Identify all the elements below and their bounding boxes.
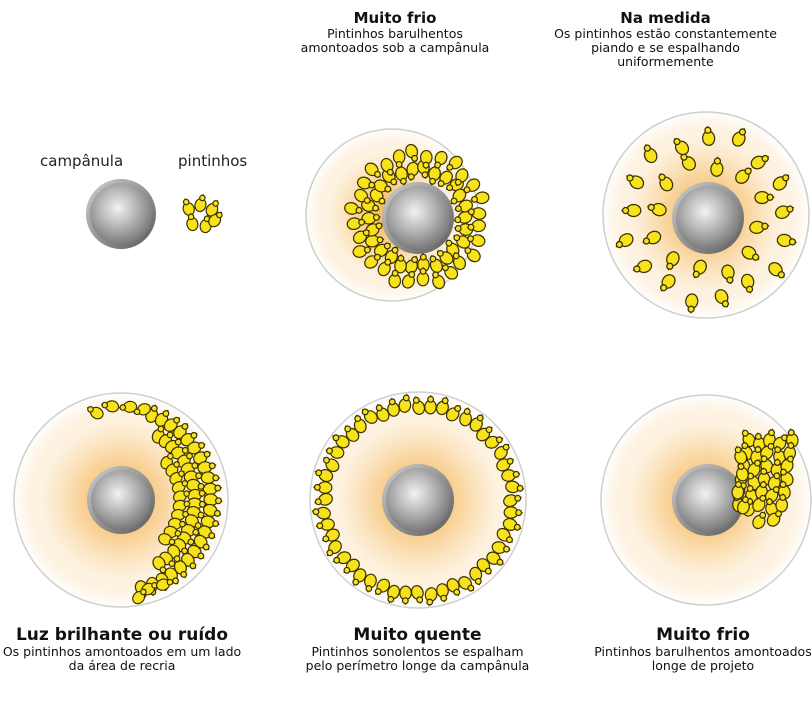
caption-top-middle: Muito frio Pintinhos barulhentos amontoa… [300, 10, 490, 55]
caption-description: Os pintinhos estão constantemente piando… [548, 27, 783, 69]
brooder-top-middle [382, 182, 454, 254]
caption-bottom-middle: Muito quente Pintinhos sonolentos se esp… [300, 626, 535, 673]
caption-title: Na medida [548, 10, 783, 27]
caption-title: Muito quente [300, 626, 535, 645]
caption-title: Muito frio [594, 626, 812, 645]
brooder-bottom-left [87, 466, 155, 534]
chick-icon [180, 196, 196, 217]
caption-bottom-left: Luz brilhante ou ruído Os pintinhos amon… [2, 626, 242, 673]
caption-description: Pintinhos barulhentos amontoados sob a c… [300, 27, 490, 55]
caption-description: Pintinhos barulhentos amontoados longe d… [594, 645, 812, 673]
caption-title: Muito frio [300, 10, 490, 27]
brooder-legend [86, 179, 156, 249]
brooder-top-right [672, 182, 744, 254]
caption-description: Os pintinhos amontoados em um lado da ár… [2, 645, 242, 673]
caption-description: Pintinhos sonolentos se espalham pelo pe… [300, 645, 535, 673]
chicks-legend [180, 192, 227, 233]
brooder-label: campânula [40, 152, 123, 170]
caption-top-right: Na medida Os pintinhos estão constanteme… [548, 10, 783, 69]
caption-bottom-right: Muito frio Pintinhos barulhentos amontoa… [594, 626, 812, 673]
brooder-bottom-middle [382, 464, 454, 536]
caption-title: Luz brilhante ou ruído [2, 626, 242, 645]
chicks-label: pintinhos [178, 152, 247, 170]
brooder-bottom-right [672, 464, 744, 536]
